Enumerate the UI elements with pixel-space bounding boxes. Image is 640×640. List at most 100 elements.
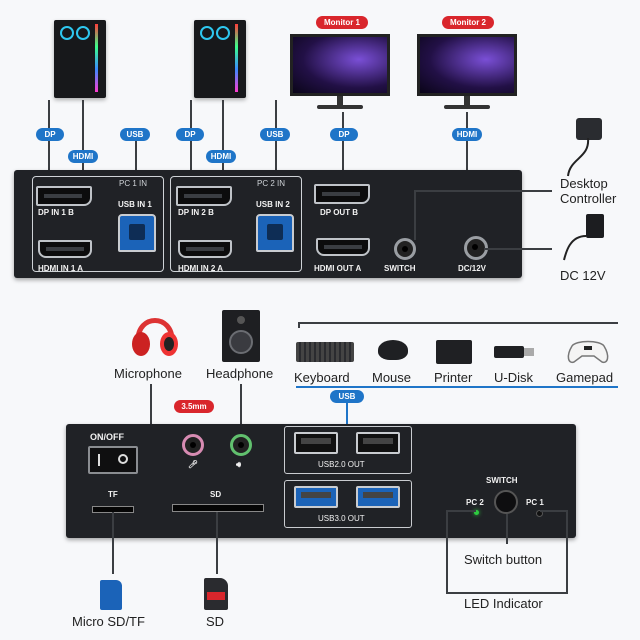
peripheral-label-keyboard: Keyboard bbox=[294, 370, 350, 385]
dp-in-2-port bbox=[176, 186, 232, 206]
usb-cable-tag: USB bbox=[120, 128, 150, 141]
monitor-2-label: Monitor 2 bbox=[442, 16, 494, 29]
switch-jack-label: SWITCH bbox=[384, 264, 416, 273]
desktop-controller-cable bbox=[567, 138, 590, 177]
dp-cable-tag: DP bbox=[36, 128, 64, 141]
hdmi-out-port bbox=[316, 238, 370, 256]
monitor-icon bbox=[417, 34, 517, 96]
callout-line bbox=[540, 510, 568, 512]
hdmi-cable-tag: HDMI bbox=[68, 150, 98, 163]
callout-line bbox=[216, 512, 218, 574]
hdmi-cable-tag: HDMI bbox=[206, 150, 236, 163]
computer-tower-icon bbox=[54, 20, 106, 98]
usb2-port-group bbox=[284, 426, 412, 474]
dp-in-2-label: DP IN 2 B bbox=[178, 208, 214, 217]
computer-tower-icon bbox=[194, 20, 246, 98]
pc1-input-box bbox=[32, 176, 164, 272]
monitor-icon bbox=[290, 34, 390, 96]
printer-icon bbox=[436, 340, 472, 364]
pc2-input-box bbox=[170, 176, 302, 272]
usb-in-2-label: USB IN 2 bbox=[256, 200, 290, 209]
usb2-port bbox=[356, 432, 400, 454]
pc1-box-label: PC 1 IN bbox=[117, 179, 150, 188]
callout-line bbox=[446, 510, 476, 512]
usb-drive-icon bbox=[494, 346, 524, 358]
usb-in-1-label: USB IN 1 bbox=[118, 200, 152, 209]
keyboard-icon bbox=[296, 342, 354, 362]
dp-cable-tag: DP bbox=[330, 128, 358, 141]
cable-line bbox=[466, 112, 468, 212]
sd-label: SD bbox=[210, 490, 222, 499]
callout-line bbox=[112, 512, 114, 574]
speaker-icon bbox=[222, 310, 260, 362]
dc-12v-label: DC 12V bbox=[560, 268, 606, 283]
usb2-port bbox=[294, 432, 338, 454]
headset-icon bbox=[132, 318, 178, 356]
usb-group-tag: USB bbox=[330, 390, 364, 403]
usb-drive-plug bbox=[524, 348, 534, 356]
jack-size-tag: 3.5mm bbox=[174, 400, 214, 413]
usb3-label: USB3.0 OUT bbox=[318, 514, 365, 523]
usb-in-1-port bbox=[118, 214, 156, 252]
callout-line bbox=[150, 384, 152, 446]
peripheral-label-gamepad: Gamepad bbox=[556, 370, 614, 385]
pc2-box-label: PC 2 IN bbox=[255, 179, 288, 188]
monitor-1-label: Monitor 1 bbox=[316, 16, 368, 29]
led-indicator-label: LED Indicator bbox=[464, 596, 543, 611]
sd-slot bbox=[172, 504, 264, 512]
sd-card-icon bbox=[204, 578, 228, 610]
monitor-base bbox=[444, 105, 490, 109]
gamepad-icon bbox=[567, 340, 609, 364]
monitor-stand bbox=[464, 96, 470, 106]
tf-label: TF bbox=[108, 490, 118, 499]
power-switch[interactable] bbox=[88, 446, 138, 474]
hdmi-in-2-label: HDMI IN 2 A bbox=[178, 264, 224, 273]
desktop-controller-label-2: Controller bbox=[560, 191, 617, 206]
headphone-jack bbox=[230, 434, 252, 456]
callout-line bbox=[484, 248, 552, 250]
peripheral-group-line bbox=[298, 322, 300, 328]
cable-line bbox=[48, 100, 50, 184]
sd-card-label: SD bbox=[206, 614, 225, 629]
dp-in-1-port bbox=[36, 186, 92, 206]
pc2-led bbox=[474, 510, 479, 515]
monitor-base bbox=[317, 105, 363, 109]
hdmi-out-label: HDMI OUT A bbox=[314, 264, 362, 273]
callout-line bbox=[446, 510, 448, 594]
pc2-led-label: PC 2 bbox=[466, 498, 484, 507]
headphone-label: Headphone bbox=[206, 366, 274, 381]
dp-out-label: DP OUT B bbox=[320, 208, 359, 217]
usb3-port bbox=[294, 486, 338, 508]
hdmi-in-1-port bbox=[38, 240, 92, 258]
hdmi-cable-tag: HDMI bbox=[452, 128, 482, 141]
cable-line bbox=[190, 100, 192, 184]
volume-icon: 🔊︎ bbox=[236, 460, 242, 469]
microphone-jack bbox=[182, 434, 204, 456]
hdmi-in-1-label: HDMI IN 1 A bbox=[38, 264, 84, 273]
callout-line bbox=[414, 190, 552, 192]
microsd-card-icon bbox=[100, 580, 122, 610]
power-adapter-cable bbox=[563, 235, 587, 261]
desktop-controller-icon bbox=[576, 118, 602, 140]
switch-label: SWITCH bbox=[486, 476, 518, 485]
peripheral-label-mouse: Mouse bbox=[372, 370, 412, 385]
dp-in-1-label: DP IN 1 B bbox=[38, 208, 74, 217]
switch-jack bbox=[394, 238, 416, 260]
cable-line bbox=[135, 140, 137, 180]
usb-group-line bbox=[296, 386, 618, 388]
monitor-stand bbox=[337, 96, 343, 106]
dp-cable-tag: DP bbox=[176, 128, 204, 141]
hdmi-in-2-port bbox=[178, 240, 232, 258]
callout-line bbox=[414, 190, 416, 240]
mouse-icon bbox=[378, 340, 408, 360]
on-off-label: ON/OFF bbox=[90, 432, 124, 442]
desktop-controller-label-1: Desktop bbox=[560, 176, 608, 191]
micro-sd-label: Micro SD/TF bbox=[72, 614, 145, 629]
callout-line bbox=[566, 510, 568, 594]
switch-button[interactable] bbox=[494, 490, 518, 514]
dc-jack-label: DC/12V bbox=[458, 264, 487, 273]
pc1-led bbox=[536, 510, 543, 517]
usb3-port-group bbox=[284, 480, 412, 528]
pc1-led-label: PC 1 bbox=[526, 498, 544, 507]
usb-cable-tag: USB bbox=[260, 128, 290, 141]
